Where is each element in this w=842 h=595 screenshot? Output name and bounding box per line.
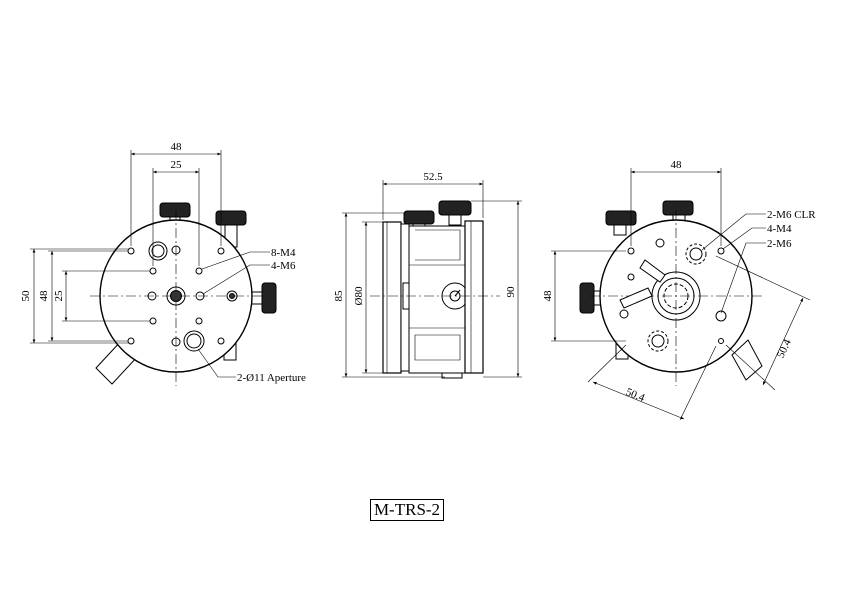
dim-left-top-inner: 25 bbox=[171, 159, 183, 171]
middle-view bbox=[342, 180, 522, 379]
center-screw bbox=[166, 286, 186, 306]
dim-left-top-outer: 48 bbox=[171, 141, 183, 153]
front-plate bbox=[382, 221, 402, 374]
m6-clr-bottom bbox=[647, 330, 669, 352]
callout-2-m6-clr: 2-M6 CLR bbox=[767, 209, 816, 221]
m6-holes bbox=[147, 245, 205, 347]
left-view-labels: 48 25 50 48 25 8-M4 4-M6 2-Ø11 Aperture bbox=[20, 141, 306, 384]
dim-mid-right: 90 bbox=[505, 286, 517, 298]
dim-left-vertical-outer: 50 bbox=[20, 290, 32, 302]
right-knob-top-left bbox=[605, 210, 637, 236]
mid-knob-right bbox=[438, 200, 472, 226]
dim-right-diag-right: 50.4 bbox=[775, 337, 794, 360]
dim-mid-left-inner: Ø80 bbox=[353, 286, 365, 305]
dim-right-left: 48 bbox=[542, 290, 554, 302]
callout-aperture: 2-Ø11 Aperture bbox=[237, 372, 306, 384]
dim-left-vertical-mid: 48 bbox=[38, 290, 50, 302]
callout-4-m4: 4-M4 bbox=[767, 223, 792, 235]
right-view bbox=[551, 168, 811, 421]
callout-4-m6: 4-M6 bbox=[271, 260, 296, 272]
right-knob-left bbox=[579, 282, 605, 314]
dim-right-diag-bottom: 50.4 bbox=[624, 386, 647, 405]
callout-8-m4: 8-M4 bbox=[271, 247, 296, 259]
m6-clr-top bbox=[685, 243, 707, 265]
right-bottom-handle bbox=[731, 339, 763, 381]
aperture-bottom bbox=[183, 330, 205, 352]
dim-mid-left-outer: 85 bbox=[333, 290, 345, 302]
drawing-title: M-TRS-2 bbox=[370, 499, 444, 521]
back-plate bbox=[464, 220, 484, 374]
dim-mid-top: 52.5 bbox=[423, 171, 443, 183]
dim-right-top: 48 bbox=[671, 159, 683, 171]
dim-left-vertical-inner: 25 bbox=[53, 290, 65, 302]
left-view bbox=[30, 150, 277, 386]
aperture-top bbox=[148, 241, 168, 261]
main-body bbox=[408, 225, 466, 374]
callout-2-m6: 2-M6 bbox=[767, 238, 792, 250]
middle-view-labels: 52.5 85 Ø80 90 bbox=[333, 171, 517, 305]
